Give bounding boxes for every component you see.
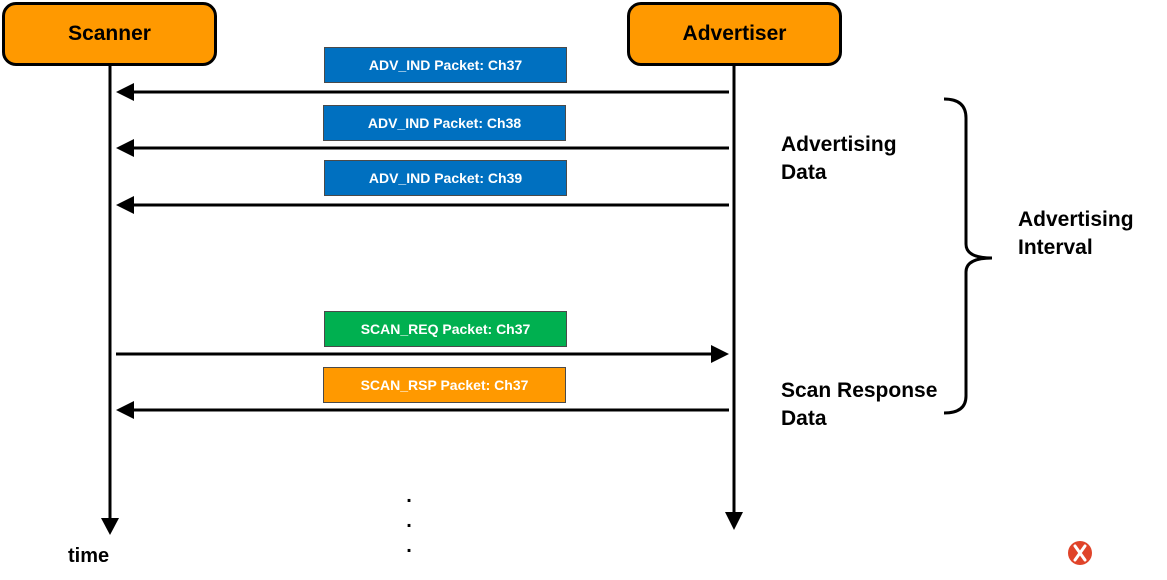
message-arrowhead-adv-ch39 (116, 196, 134, 214)
message-arrowhead-scan-req (711, 345, 729, 363)
packet-adv-ind-ch38: ADV_IND Packet: Ch38 (323, 105, 566, 141)
packet-label: ADV_IND Packet: Ch38 (367, 115, 522, 131)
interval-line1: Advertising (1018, 208, 1134, 231)
packet-scan-rsp-ch37: SCAN_RSP Packet: Ch37 (323, 367, 566, 403)
packet-adv-ind-ch37: ADV_IND Packet: Ch37 (324, 47, 567, 83)
message-arrowhead-adv-ch38 (116, 139, 134, 157)
packet-label: SCAN_REQ Packet: Ch37 (360, 321, 531, 337)
advertiser-lifeline-arrowhead (725, 512, 743, 530)
logo-icon (1068, 541, 1092, 565)
packet-label: SCAN_RSP Packet: Ch37 (360, 377, 529, 393)
scanner-lifeline-arrowhead (101, 518, 119, 535)
message-arrowhead-scan-rsp (116, 401, 134, 419)
scan-response-line1: Scan Response (781, 379, 938, 402)
packet-adv-ind-ch39: ADV_IND Packet: Ch39 (324, 160, 567, 196)
packet-label: ADV_IND Packet: Ch39 (368, 170, 523, 186)
advertising-interval-note: Advertising Interval (1018, 206, 1134, 262)
time-axis-label: time (68, 545, 110, 567)
interval-line2: Interval (1018, 236, 1093, 259)
advertising-data-note: Advertising Data (781, 131, 897, 187)
scan-response-line2: Data (781, 407, 827, 430)
advertising-data-line1: Advertising (781, 133, 897, 156)
continuation-dots: . . . (406, 485, 412, 557)
packet-scan-req-ch37: SCAN_REQ Packet: Ch37 (324, 311, 567, 347)
scanner-label: Scanner (68, 22, 151, 45)
scanner-actor-box: Scanner (2, 2, 217, 66)
advertiser-actor-box: Advertiser (627, 2, 842, 66)
packet-label: ADV_IND Packet: Ch37 (368, 57, 523, 73)
message-arrowhead-adv-ch37 (116, 83, 134, 101)
advertising-data-line2: Data (781, 161, 827, 184)
interval-bracket (943, 97, 993, 415)
advertiser-label: Advertiser (682, 22, 787, 45)
scan-response-note: Scan Response Data (781, 377, 937, 433)
